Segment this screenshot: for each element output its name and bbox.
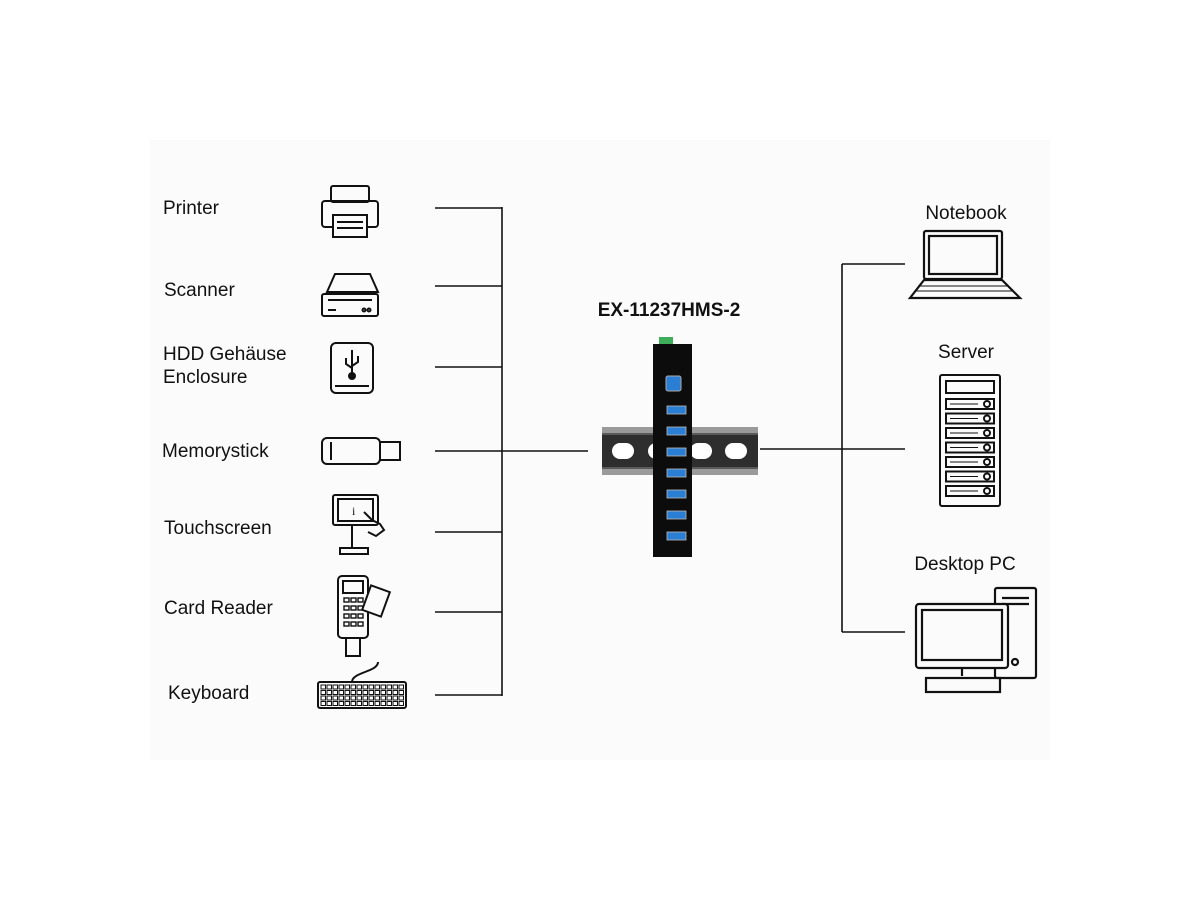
device-label-memorystick: Memorystick — [162, 441, 269, 462]
laptop-icon — [907, 229, 1023, 300]
usb-a-port — [666, 510, 687, 520]
usb-a-port — [666, 426, 687, 436]
device-label-printer: Printer — [163, 198, 219, 219]
card-reader-icon — [337, 575, 392, 657]
server-unit — [945, 398, 995, 410]
server-unit — [945, 470, 995, 483]
usb-stick-icon — [321, 437, 401, 465]
usb-a-port — [666, 531, 687, 541]
device-label-hdd: HDD Gehäuse — [163, 344, 287, 365]
device-label-keyboard: Keyboard — [168, 683, 250, 704]
host-label-notebook: Notebook — [925, 203, 1007, 224]
usb-b-upstream-port — [665, 375, 682, 392]
server-unit — [945, 485, 995, 497]
usb-a-port — [666, 405, 687, 415]
host-label-server: Server — [938, 342, 994, 363]
device-label-touchscreen: Touchscreen — [164, 518, 272, 539]
usb-a-port — [666, 468, 687, 478]
server-unit — [945, 412, 995, 425]
device-label-card-reader: Card Reader — [164, 598, 273, 619]
server-unit — [945, 456, 995, 468]
scanner-icon — [321, 273, 380, 317]
keyboard-icon — [317, 661, 407, 709]
svg-text:i: i — [352, 504, 356, 518]
device-label-scanner: Scanner — [164, 280, 235, 301]
left-connectors — [435, 207, 588, 696]
usb-a-port — [666, 489, 687, 499]
server-rack-icon — [939, 374, 1001, 507]
hub-model-title: EX-11237HMS-2 — [597, 300, 741, 321]
server-unit — [945, 441, 995, 454]
desktop-pc-icon — [914, 586, 1038, 694]
right-connectors — [760, 263, 905, 633]
terminal-block — [659, 337, 673, 345]
host-label-desktop-pc: Desktop PC — [914, 554, 1016, 575]
server-unit — [945, 427, 995, 439]
hdd-enclosure-icon — [330, 342, 374, 394]
usb-a-port — [666, 447, 687, 457]
device-label-hdd-line2: Enclosure — [163, 367, 248, 388]
usb-hub-device — [602, 337, 758, 557]
background-panel — [150, 140, 1050, 760]
touchscreen-kiosk-icon: i — [332, 494, 386, 555]
printer-icon — [321, 185, 379, 238]
